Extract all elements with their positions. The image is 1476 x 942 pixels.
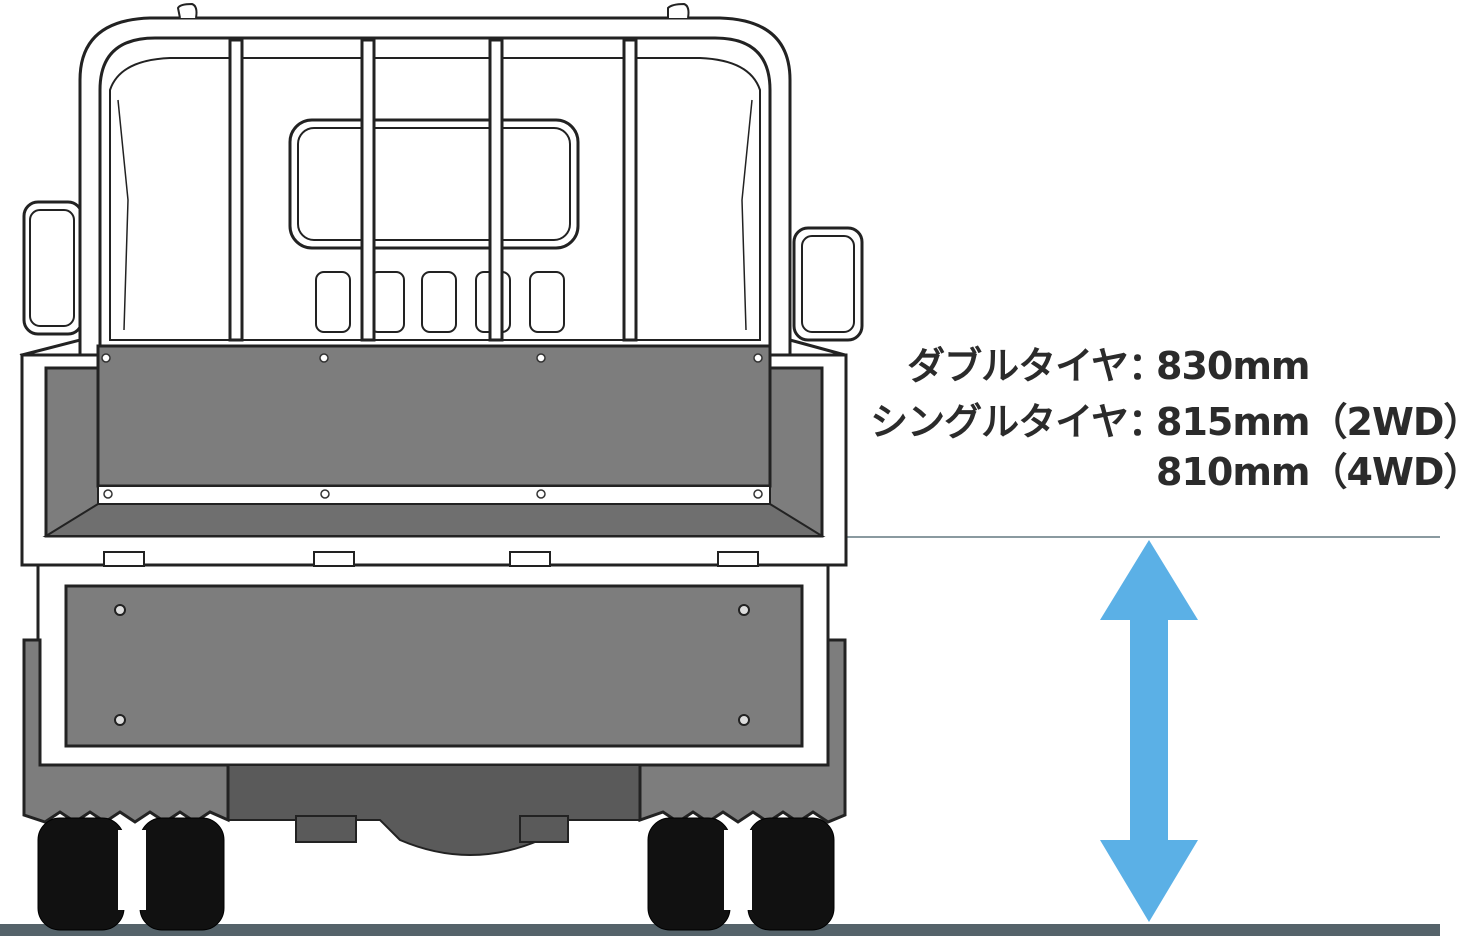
single-tire-spec: シングルタイヤ：815mm（2WD） [850, 398, 1476, 446]
ground-line [0, 924, 1440, 936]
cab-rear-window [288, 118, 580, 250]
double-tire-value: 830mm [1156, 344, 1311, 388]
clearance-double-arrow [1100, 540, 1198, 922]
right-mirror [792, 226, 864, 342]
single-tire-value-2wd: 815mm（2WD） [1156, 400, 1476, 444]
single-tire-colon: ： [1128, 400, 1166, 444]
underbody [227, 764, 641, 856]
guard-bars [228, 38, 638, 342]
tailgate-bolts [114, 604, 750, 726]
cargo-bed [19, 338, 848, 567]
cab-guard-frame [22, 2, 864, 392]
left-inner-tire [139, 817, 225, 931]
tailgate [36, 551, 830, 767]
bed-bolts [101, 353, 763, 499]
single-tire-4wd-spec: 810mm（4WD） [1156, 448, 1476, 496]
left-outer-tire [37, 817, 125, 931]
single-tire-value-4wd: 810mm（4WD） [1156, 450, 1476, 494]
single-tire-label: シングルタイヤ [870, 400, 1129, 444]
double-tire-label: ダブルタイヤ [907, 344, 1129, 388]
tires [37, 817, 835, 931]
right-inner-tire [647, 817, 731, 931]
double-tire-colon: ： [1128, 344, 1166, 388]
right-outer-tire [747, 817, 835, 931]
double-tire-spec: ダブルタイヤ：830mm [850, 342, 1310, 390]
